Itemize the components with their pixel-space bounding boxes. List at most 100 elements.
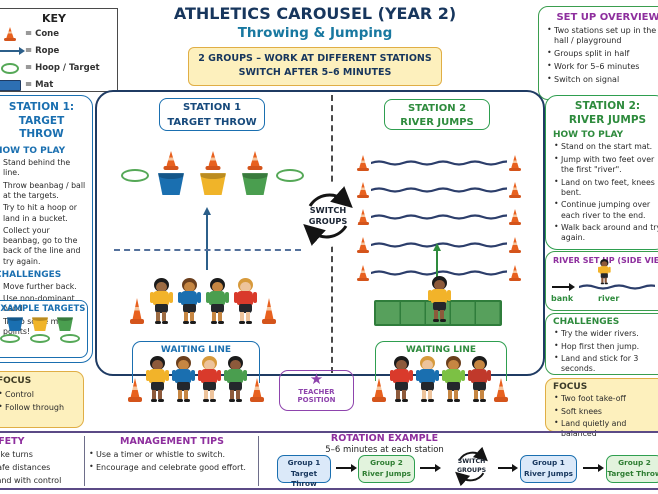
- station2-challenges-title: CHALLENGES: [553, 317, 620, 327]
- cone-icon: [250, 378, 264, 402]
- example-buckets: [0, 316, 87, 331]
- key-row-rope: = Rope: [0, 43, 113, 59]
- bucket-icon: [7, 317, 23, 331]
- waiting-line-left-children: [128, 356, 264, 402]
- cone-icon: [357, 182, 369, 198]
- setup-overview-title: SET UP OVERVIEW: [556, 12, 658, 23]
- page-title: ATHLETICS CAROUSEL (YEAR 2): [173, 4, 457, 23]
- station2-how-title: HOW TO PLAY: [553, 130, 624, 141]
- station2-focus-title: FOCUS: [553, 382, 588, 392]
- station2-focus-bullet: Two foot take-off: [553, 393, 658, 404]
- river-rope: [371, 160, 507, 166]
- waiting-line-right-bracket: WAITING LINE: [375, 341, 507, 381]
- station1-header-box: STATION 1 TARGET THROW: [159, 98, 265, 131]
- river-with-cones: [357, 208, 525, 226]
- hoop-icon: [276, 169, 304, 182]
- teacher-position-box: ★ TEACHER POSITION: [279, 370, 354, 411]
- banner-line2: SWITCH AFTER 5–6 MINUTES: [238, 67, 392, 79]
- cone-icon: [509, 265, 521, 281]
- key-row-cone: = Cone: [0, 26, 113, 42]
- groups-banner: 2 GROUPS – WORK AT DIFFERENT STATIONS SW…: [188, 47, 442, 86]
- cone-icon: [372, 378, 386, 402]
- station2-how-bullet: Continue jumping over each river to the …: [553, 199, 658, 220]
- station1-challenge-bullet: Move further back.: [0, 281, 88, 292]
- safety-bullet: Take turns: [0, 450, 82, 460]
- station2-header-line2: RIVER JUMPS: [400, 117, 474, 128]
- safety-bullet: Land with control: [0, 476, 82, 486]
- station1-panel-title-2: TARGET THROW: [18, 114, 65, 141]
- setup-bullet: Two stations set up in the hall / playgr…: [546, 25, 658, 47]
- child-figure: [467, 356, 491, 402]
- rotation-example-section: ROTATION EXAMPLE 5–6 minutes at each sta…: [262, 433, 658, 491]
- river-rope: [371, 242, 507, 248]
- child-figure: [171, 356, 195, 402]
- station2-header-line1: STATION 2: [407, 103, 467, 114]
- key-label: = Rope: [25, 46, 60, 56]
- jump-direction-arrow: [436, 250, 439, 277]
- child-figure: [415, 356, 439, 402]
- station1-header-line2: TARGET THROW: [167, 116, 257, 128]
- station1-how-bullet: Throw beanbag / ball at the targets.: [0, 180, 88, 201]
- example-targets-box: EXAMPLE TARGETS: [0, 300, 88, 358]
- bucket-with-cone: [158, 151, 184, 195]
- hoop-icon: [0, 62, 25, 74]
- hoop-icon: [30, 334, 50, 343]
- throw-direction-arrow: [206, 214, 209, 270]
- header: ATHLETICS CAROUSEL (YEAR 2) Throwing & J…: [100, 4, 530, 86]
- key-title: KEY: [41, 12, 66, 25]
- station2-panel: STATION 2: RIVER JUMPS HOW TO PLAY Stand…: [545, 95, 658, 250]
- example-targets-title: EXAMPLE TARGETS: [0, 304, 86, 314]
- child-figure: [389, 356, 413, 402]
- safety-section: SAFETY Take turns Safe distances Land wi…: [0, 436, 82, 489]
- station1-challenges-title: CHALLENGES: [0, 269, 62, 280]
- child-figure: [205, 278, 229, 324]
- hoop-icon: [0, 334, 20, 343]
- station2-how-bullet: Jump with two feet over the first "river…: [553, 154, 658, 175]
- cone-icon: [357, 209, 369, 225]
- cone-icon: [357, 237, 369, 253]
- station2-focus-bullet: Soft knees: [553, 406, 658, 417]
- rotation-example-title: ROTATION EXAMPLE: [330, 433, 439, 444]
- station1-panel: STATION 1: TARGET THROW HOW TO PLAY Stan…: [0, 95, 93, 363]
- key-row-hoop: = Hoop / Target: [0, 60, 113, 76]
- throwing-line-dashed: [114, 249, 301, 251]
- flow-arrow-icon: [336, 463, 357, 473]
- example-hoops: [0, 334, 87, 343]
- hoop-icon: [60, 334, 80, 343]
- cone-icon: [262, 298, 276, 324]
- main-diagram: STATION 1 TARGET THROW STATION 2 RIVER J…: [95, 90, 545, 376]
- child-figure: [233, 278, 257, 324]
- rotate-arrows-icon: [451, 446, 492, 487]
- bucket-with-cone: [242, 151, 268, 195]
- river-rope: [371, 187, 507, 193]
- child-figure: [441, 356, 465, 402]
- station2-panel-title-1: STATION 2:: [574, 100, 641, 112]
- station2-focus-bullet: Land quietly and balanced: [553, 418, 658, 439]
- mat-icon: [0, 79, 25, 91]
- hoop-icon: [121, 169, 149, 182]
- bucket-icon: [32, 317, 48, 331]
- run-up-arrow: [552, 282, 575, 292]
- river-rope: [579, 284, 655, 290]
- safety-bullet: Safe distances: [0, 463, 82, 473]
- cone-icon: [509, 209, 521, 225]
- teacher-position-label: TEACHER POSITION: [297, 387, 336, 404]
- station2-how-bullet: Stand on the start mat.: [553, 141, 658, 152]
- flow-group-box: Group 2 Target Throw: [606, 455, 658, 483]
- jumping-child: [597, 259, 611, 285]
- bottom-divider: [258, 436, 259, 486]
- switch-label-1: SWITCH: [309, 205, 347, 216]
- rotation-example-subtitle: 5–6 minutes at each station: [325, 445, 444, 455]
- cone-icon: [494, 378, 508, 402]
- cone-icon: [0, 27, 25, 41]
- safety-title: SAFETY: [0, 436, 25, 447]
- switch-groups-circle: SWITCH GROUPS: [297, 185, 359, 247]
- station2-focus-box: FOCUS Two foot take-off Soft knees Land …: [545, 378, 658, 438]
- station2-child: [427, 276, 451, 322]
- station2-challenge-bullet: Try the wider rivers.: [553, 328, 658, 339]
- cone-icon: [509, 155, 521, 171]
- station2-challenges-box: CHALLENGES Try the wider rivers. Hop fir…: [545, 313, 658, 375]
- station1-panel-title-1: STATION 1:: [8, 101, 75, 113]
- setup-overview-panel: SET UP OVERVIEW Two stations set up in t…: [538, 6, 658, 100]
- river-side-view-rope: [579, 283, 655, 291]
